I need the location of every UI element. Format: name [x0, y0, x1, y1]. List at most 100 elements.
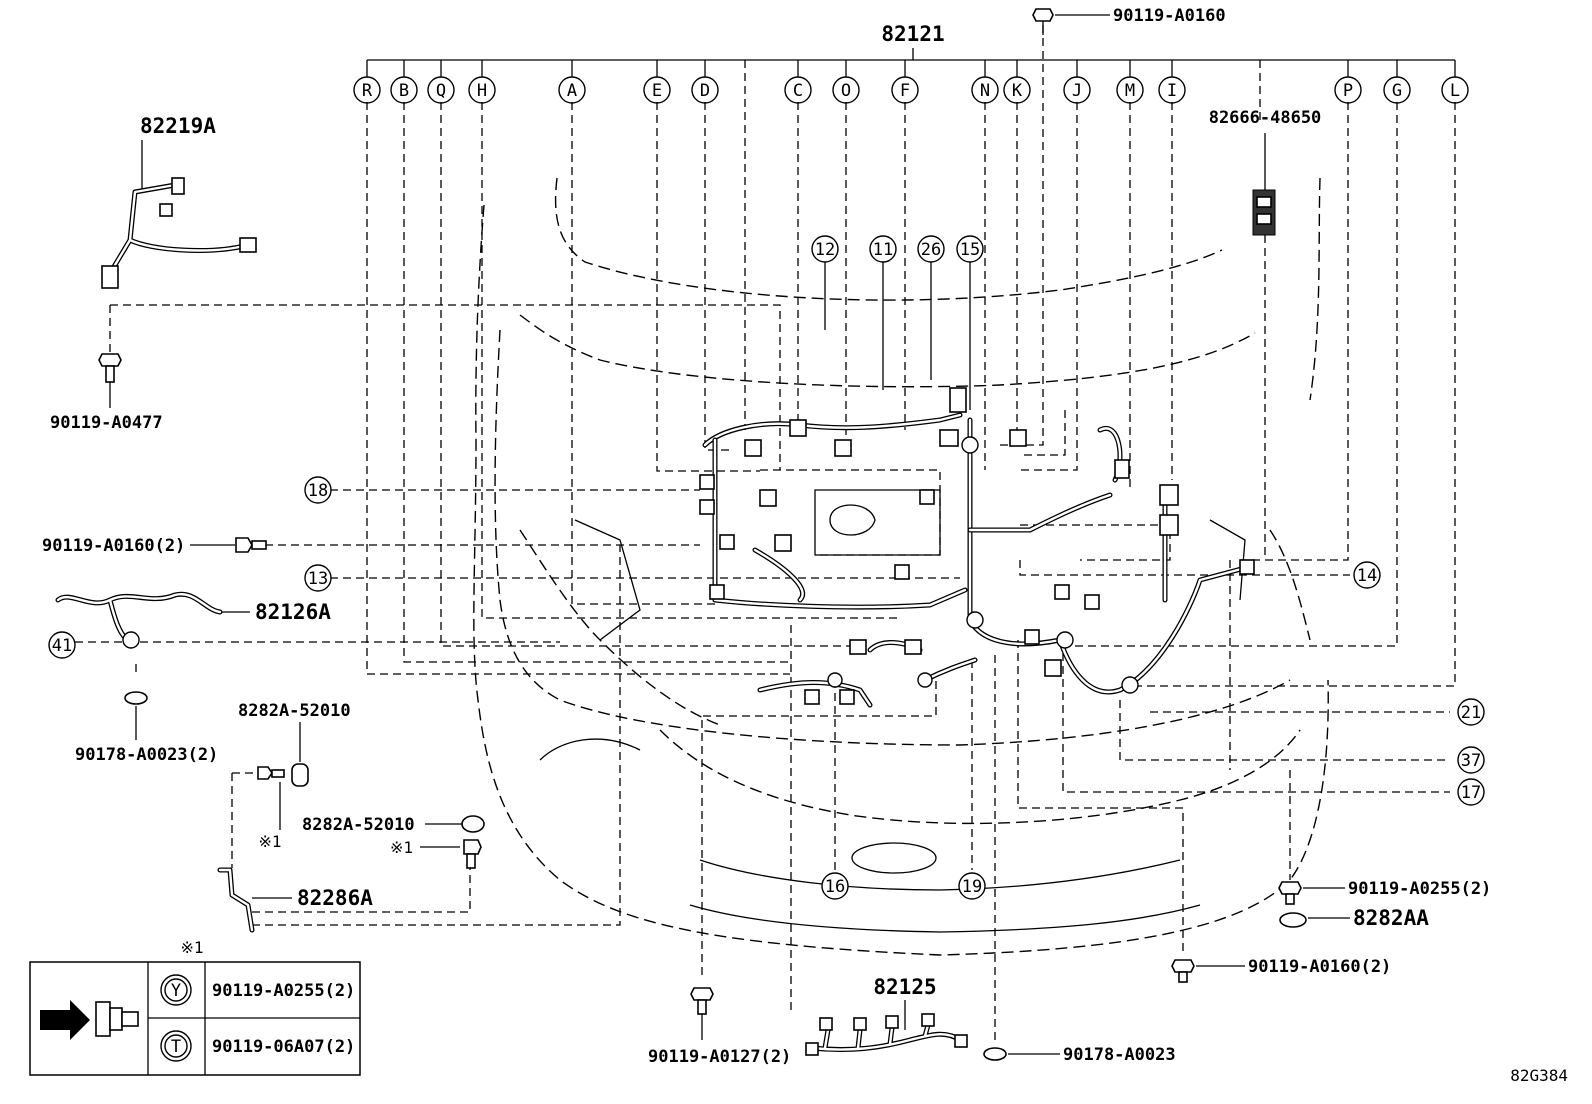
- svg-text:Y: Y: [171, 981, 181, 1001]
- part-82666-48650-symbol[interactable]: [1252, 133, 1276, 236]
- svg-text:A: A: [567, 81, 577, 101]
- part-number-90178-A0023[interactable]: 90178-A0023: [1063, 1045, 1176, 1065]
- svg-text:18: 18: [308, 481, 328, 501]
- letter-callout-m[interactable]: M: [1116, 60, 1144, 104]
- letter-callout-q[interactable]: Q: [427, 60, 455, 104]
- svg-text:N: N: [980, 81, 990, 101]
- svg-text:J: J: [1072, 81, 1082, 101]
- letter-callout-e[interactable]: E: [643, 60, 671, 104]
- harness-connectors: [699, 387, 1255, 705]
- svg-text:C: C: [793, 81, 803, 101]
- bolt-90119-A0160-right[interactable]: [1171, 959, 1245, 983]
- callout-21[interactable]: 21: [1457, 698, 1485, 726]
- part-number-90119-A0255-2-right[interactable]: 90119-A0255(2): [1348, 879, 1491, 899]
- letter-callout-a[interactable]: A: [558, 60, 586, 104]
- bolt-90119-A0477[interactable]: [98, 353, 122, 408]
- sub-harness-82126A[interactable]: [55, 591, 250, 649]
- svg-text:21: 21: [1461, 703, 1481, 723]
- part-number-8282A-52010-b[interactable]: 8282A-52010: [302, 815, 415, 835]
- svg-text:O: O: [841, 81, 851, 101]
- flange-bolt-icon: [95, 1001, 139, 1037]
- letter-callout-n[interactable]: N: [971, 60, 999, 104]
- letter-callout-k[interactable]: K: [1003, 60, 1031, 104]
- callout-41[interactable]: 41: [48, 631, 76, 659]
- clip-90178-A0023-2[interactable]: [124, 691, 148, 740]
- sub-harness-82125[interactable]: [805, 1000, 968, 1056]
- legend-symbol-t: T: [160, 1030, 192, 1062]
- sub-harness-82219A[interactable]: [101, 140, 257, 289]
- letter-callout-j[interactable]: J: [1063, 60, 1091, 104]
- letter-callout-b[interactable]: B: [390, 60, 418, 104]
- clip-90178-A0023[interactable]: [983, 1047, 1060, 1061]
- svg-text:Q: Q: [436, 81, 446, 101]
- part-number-82121[interactable]: 82121: [881, 22, 944, 46]
- callout-14[interactable]: 14: [1353, 561, 1381, 589]
- bolt-mark1-a[interactable]: [232, 766, 285, 830]
- part-number-90119-A0127-2[interactable]: 90119-A0127(2): [648, 1047, 791, 1067]
- part-number-90178-A0023-2[interactable]: 90178-A0023(2): [75, 745, 218, 765]
- svg-text:M: M: [1125, 81, 1135, 101]
- callout-26[interactable]: 26: [917, 235, 945, 263]
- svg-text:13: 13: [308, 569, 328, 589]
- part-number-82126A[interactable]: 82126A: [255, 600, 331, 624]
- bolt-90119-A0127-2[interactable]: [690, 987, 714, 1040]
- callout-19[interactable]: 19: [958, 872, 986, 900]
- letter-callout-d[interactable]: D: [691, 60, 719, 104]
- part-number-82286A[interactable]: 82286A: [297, 886, 373, 910]
- svg-text:19: 19: [962, 877, 982, 897]
- callout-37[interactable]: 37: [1457, 746, 1485, 774]
- legend-part-t[interactable]: 90119-06A07(2): [212, 1037, 355, 1057]
- part-number-82125[interactable]: 82125: [873, 975, 936, 999]
- legend-mark-1: ※1: [180, 938, 203, 957]
- svg-text:L: L: [1450, 81, 1460, 101]
- svg-text:37: 37: [1461, 751, 1481, 771]
- legend-part-y[interactable]: 90119-A0255(2): [212, 981, 355, 1001]
- leader-lines: [75, 25, 1456, 1040]
- callout-16[interactable]: 16: [821, 872, 849, 900]
- callout-18[interactable]: 18: [304, 476, 332, 504]
- callout-12[interactable]: 12: [811, 235, 839, 263]
- letter-callout-l[interactable]: L: [1441, 60, 1469, 104]
- part-number-90119-A0160-2-left[interactable]: 90119-A0160(2): [42, 536, 185, 556]
- callout-17[interactable]: 17: [1457, 778, 1485, 806]
- part-number-90119-A0477[interactable]: 90119-A0477: [50, 413, 163, 433]
- part-number-82219A[interactable]: 82219A: [140, 114, 216, 138]
- svg-text:15: 15: [960, 240, 980, 260]
- svg-text:B: B: [399, 81, 409, 101]
- svg-text:P: P: [1343, 81, 1353, 101]
- svg-text:12: 12: [815, 240, 835, 260]
- part-number-8282A-52010-a[interactable]: 8282A-52010: [238, 701, 351, 721]
- bolt-90119-A0160-top[interactable]: [1032, 8, 1110, 35]
- bolt-90119-A0255-right[interactable]: [1278, 881, 1345, 905]
- letter-callout-h[interactable]: H: [468, 60, 496, 104]
- part-number-82666-48650[interactable]: 82666-48650: [1209, 108, 1322, 128]
- top-callout-bus: [367, 48, 1455, 61]
- callout-13[interactable]: 13: [304, 564, 332, 592]
- svg-text:T: T: [171, 1037, 181, 1057]
- callout-11[interactable]: 11: [869, 235, 897, 263]
- grommet-8282A-52010-a[interactable]: [291, 722, 309, 787]
- callout-15[interactable]: 15: [956, 235, 984, 263]
- letter-callout-r[interactable]: R: [353, 60, 381, 104]
- bracket-82286A[interactable]: [217, 867, 292, 933]
- svg-text:11: 11: [873, 240, 893, 260]
- letter-callout-f[interactable]: F: [891, 60, 919, 104]
- letter-callout-o[interactable]: O: [832, 60, 860, 104]
- diagram-id: 82G384: [1510, 1066, 1568, 1085]
- part-number-90119-A0160-top[interactable]: 90119-A0160: [1113, 6, 1226, 26]
- bolt-90119-A0160-left[interactable]: [190, 537, 267, 553]
- bolt-mark1-b[interactable]: [420, 839, 482, 869]
- svg-text:17: 17: [1461, 783, 1481, 803]
- svg-text:41: 41: [52, 636, 72, 656]
- svg-text:E: E: [652, 81, 662, 101]
- letter-callout-c[interactable]: C: [784, 60, 812, 104]
- letter-callout-i[interactable]: I: [1158, 60, 1186, 104]
- mark-1-b: ※1: [390, 838, 413, 857]
- part-number-8282AA[interactable]: 8282AA: [1353, 906, 1429, 930]
- letter-callout-p[interactable]: P: [1334, 60, 1362, 104]
- grommet-8282AA[interactable]: [1279, 912, 1350, 928]
- grommet-8282A-52010-b[interactable]: [425, 815, 485, 833]
- letter-callout-g[interactable]: G: [1383, 60, 1411, 104]
- part-number-90119-A0160-2-right[interactable]: 90119-A0160(2): [1248, 957, 1391, 977]
